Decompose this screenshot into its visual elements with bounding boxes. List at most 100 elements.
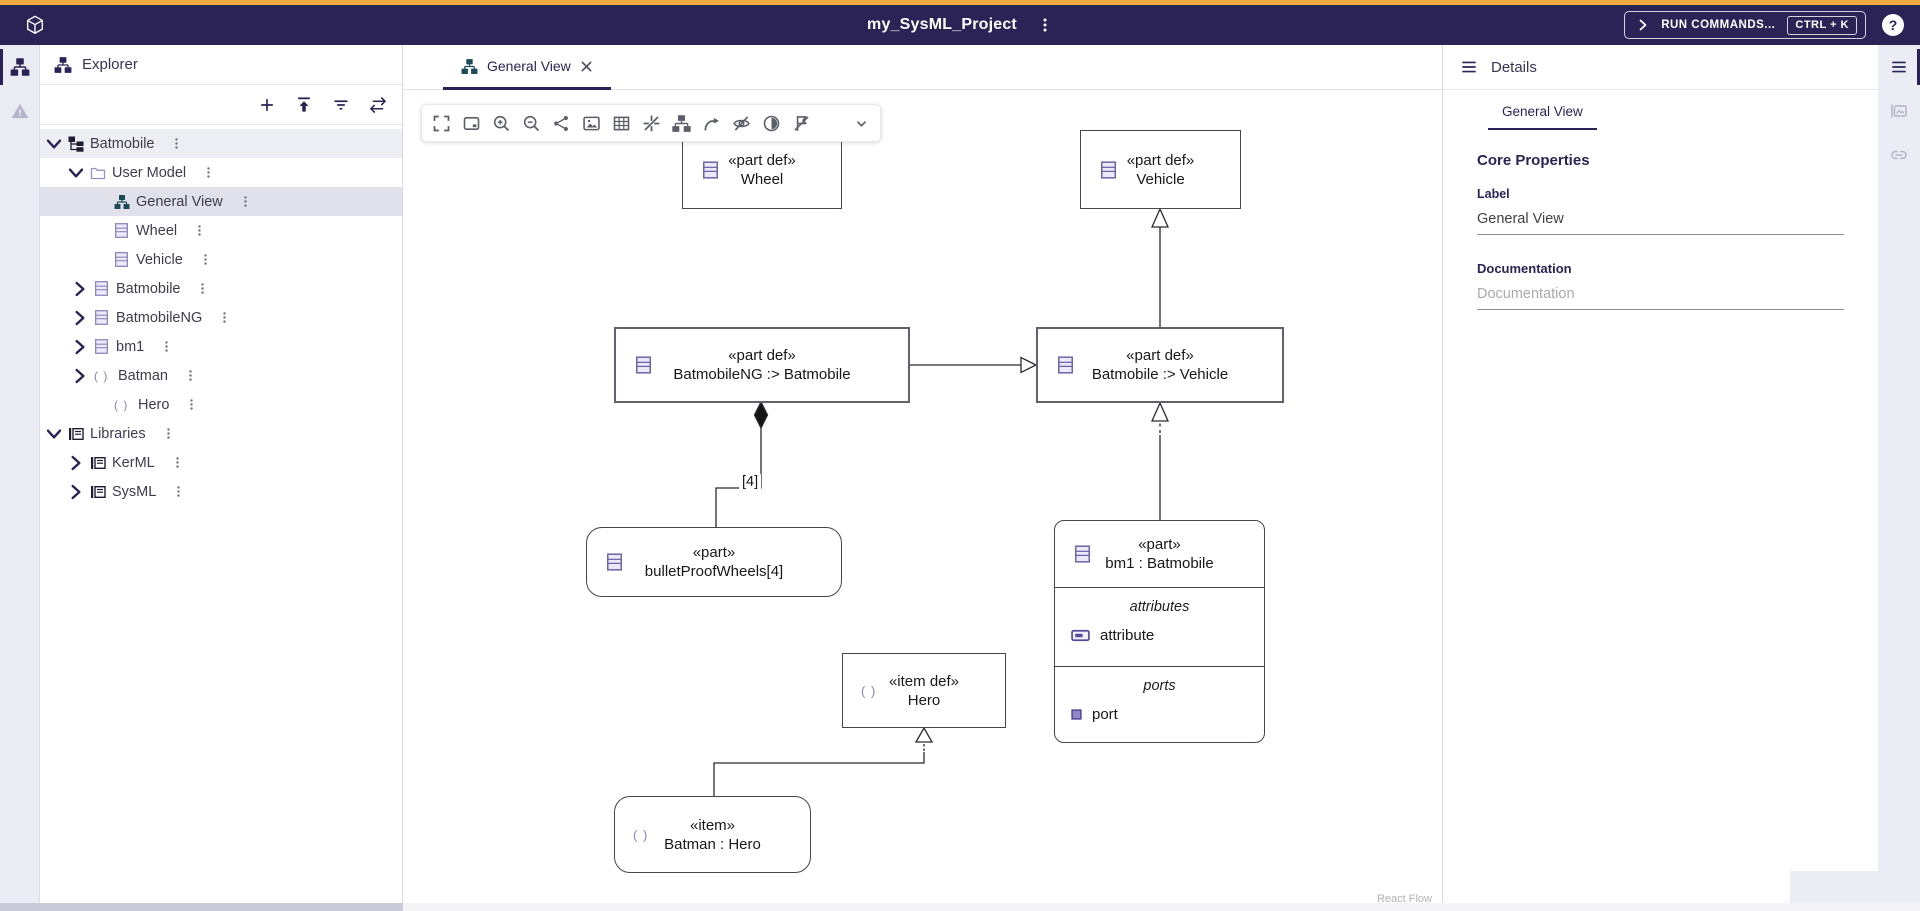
tree-item-batmobile-def[interactable]: Batmobile bbox=[40, 274, 402, 303]
right-rail bbox=[1878, 45, 1920, 911]
kebab-menu-icon[interactable] bbox=[193, 224, 206, 237]
horizontal-scrollbar[interactable] bbox=[0, 903, 1920, 911]
kebab-menu-icon[interactable] bbox=[184, 369, 197, 382]
chevron-right-icon[interactable] bbox=[68, 484, 84, 500]
explorer-toolbar bbox=[40, 85, 402, 125]
kebab-menu-icon[interactable] bbox=[239, 195, 252, 208]
shortcut-badge: CTRL + K bbox=[1787, 15, 1857, 35]
scrollbar-thumb[interactable] bbox=[0, 903, 403, 911]
chevron-right-icon[interactable] bbox=[72, 368, 88, 384]
port-row[interactable]: port bbox=[1055, 694, 1264, 723]
filter-icon[interactable] bbox=[331, 95, 351, 115]
details-menu-icon bbox=[1889, 57, 1909, 77]
tree-item-batmobileng[interactable]: BatmobileNG bbox=[40, 303, 402, 332]
kebab-menu-icon[interactable] bbox=[218, 311, 231, 324]
hide-button[interactable] bbox=[726, 104, 756, 142]
tree-item-bm1[interactable]: bm1 bbox=[40, 332, 402, 361]
node-bm1[interactable]: «part» bm1 : Batmobile attributes attrib… bbox=[1054, 520, 1265, 743]
chevron-right-icon[interactable] bbox=[72, 339, 88, 355]
zoom-out-button[interactable] bbox=[516, 104, 546, 142]
app-logo-cube-icon[interactable] bbox=[24, 14, 46, 36]
documentation-heading: Documentation bbox=[1477, 261, 1572, 276]
representations-rail-button[interactable] bbox=[1878, 89, 1920, 133]
tree-item-user-model[interactable]: User Model bbox=[40, 158, 402, 187]
help-icon[interactable]: ? bbox=[1882, 14, 1904, 36]
tree-item-hero[interactable]: ( ) Hero bbox=[40, 390, 402, 419]
node-batmobileng[interactable]: «part def» BatmobileNG :> Batmobile bbox=[614, 327, 910, 403]
validation-rail-button[interactable] bbox=[0, 89, 40, 133]
related-links-rail-button[interactable] bbox=[1878, 133, 1920, 177]
node-batman[interactable]: ( ) «item» Batman : Hero bbox=[614, 796, 811, 873]
chevron-right-icon[interactable] bbox=[72, 281, 88, 297]
attribute-row[interactable]: attribute bbox=[1055, 615, 1264, 644]
share-button[interactable] bbox=[546, 104, 576, 142]
fit-view-button[interactable] bbox=[456, 104, 486, 142]
chevron-right-icon[interactable] bbox=[72, 310, 88, 326]
documentation-input[interactable] bbox=[1477, 278, 1844, 310]
kebab-menu-icon[interactable] bbox=[171, 456, 184, 469]
item-icon: ( ) bbox=[114, 397, 129, 412]
tree-item-vehicle[interactable]: Vehicle bbox=[40, 245, 402, 274]
node-batmobile[interactable]: «part def» Batmobile :> Vehicle bbox=[1036, 327, 1284, 403]
compartment-label: attributes bbox=[1129, 599, 1190, 615]
run-commands-button[interactable]: RUN COMMANDS... CTRL + K bbox=[1624, 11, 1866, 39]
kebab-menu-icon[interactable] bbox=[196, 282, 209, 295]
kebab-menu-icon[interactable] bbox=[162, 427, 175, 440]
reroute-button[interactable] bbox=[696, 104, 726, 142]
close-icon[interactable] bbox=[580, 60, 593, 73]
details-menu-icon[interactable] bbox=[1459, 57, 1479, 77]
diagram-icon bbox=[461, 58, 478, 75]
tree-item-batmobile-root[interactable]: Batmobile bbox=[40, 129, 402, 158]
filter-button[interactable] bbox=[816, 104, 846, 142]
node-name: Vehicle bbox=[1136, 170, 1185, 188]
kebab-menu-icon[interactable] bbox=[170, 137, 183, 150]
fit-view-icon bbox=[461, 113, 482, 134]
node-hero[interactable]: ( ) «item def» Hero bbox=[842, 653, 1006, 728]
tree-item-wheel[interactable]: Wheel bbox=[40, 216, 402, 245]
explorer-rail-button[interactable] bbox=[0, 45, 40, 89]
port-icon bbox=[1071, 709, 1082, 720]
label-field-input[interactable] bbox=[1477, 203, 1844, 235]
project-menu-kebab-icon[interactable] bbox=[1037, 17, 1053, 33]
node-stereotype: «item def» bbox=[888, 672, 960, 690]
details-rail-button[interactable] bbox=[1878, 45, 1920, 89]
kebab-menu-icon[interactable] bbox=[202, 166, 215, 179]
more-tools-button[interactable] bbox=[846, 104, 876, 142]
chevron-down-icon[interactable] bbox=[68, 165, 84, 181]
fade-button[interactable] bbox=[756, 104, 786, 142]
expand-all-icon[interactable] bbox=[294, 95, 314, 115]
kebab-menu-icon[interactable] bbox=[160, 340, 173, 353]
tree-item-kerml[interactable]: KerML bbox=[40, 448, 402, 477]
zoom-in-button[interactable] bbox=[486, 104, 516, 142]
snap-button[interactable] bbox=[636, 104, 666, 142]
add-icon[interactable] bbox=[257, 95, 277, 115]
chevron-right-icon[interactable] bbox=[68, 455, 84, 471]
classifier-icon bbox=[95, 281, 108, 296]
node-wheel[interactable]: «part def» Wheel bbox=[682, 130, 842, 209]
explorer-tree-icon bbox=[54, 56, 72, 74]
kebab-menu-icon[interactable] bbox=[185, 398, 198, 411]
sync-icon[interactable] bbox=[368, 95, 388, 115]
unpin-button[interactable] bbox=[786, 104, 816, 142]
export-image-button[interactable] bbox=[576, 104, 606, 142]
fullscreen-button[interactable] bbox=[426, 104, 456, 142]
diagram-viewport[interactable]: [4] «part def» Wheel «part def» Vehicle bbox=[403, 90, 1442, 911]
kebab-menu-icon[interactable] bbox=[172, 485, 185, 498]
tree-item-general-view[interactable]: General View bbox=[40, 187, 402, 216]
chevron-down-icon[interactable] bbox=[46, 426, 62, 442]
grid-button[interactable] bbox=[606, 104, 636, 142]
tree-item-libraries[interactable]: Libraries bbox=[40, 419, 402, 448]
fullscreen-icon bbox=[431, 113, 452, 134]
node-vehicle[interactable]: «part def» Vehicle bbox=[1080, 130, 1241, 209]
explorer-tree-icon bbox=[10, 57, 30, 77]
explorer-tree: Batmobile User Model General View Wheel bbox=[40, 125, 402, 506]
node-bulletproofwheels[interactable]: «part» bulletProofWheels[4] bbox=[586, 527, 842, 597]
details-tab-general-view[interactable]: General View bbox=[1488, 90, 1597, 130]
project-title: my_SysML_Project bbox=[867, 16, 1017, 33]
tree-item-sysml[interactable]: SysML bbox=[40, 477, 402, 506]
chevron-down-icon[interactable] bbox=[46, 136, 62, 152]
tab-general-view[interactable]: General View bbox=[443, 45, 611, 90]
tree-item-batman[interactable]: ( ) Batman bbox=[40, 361, 402, 390]
kebab-menu-icon[interactable] bbox=[199, 253, 212, 266]
arrange-button[interactable] bbox=[666, 104, 696, 142]
